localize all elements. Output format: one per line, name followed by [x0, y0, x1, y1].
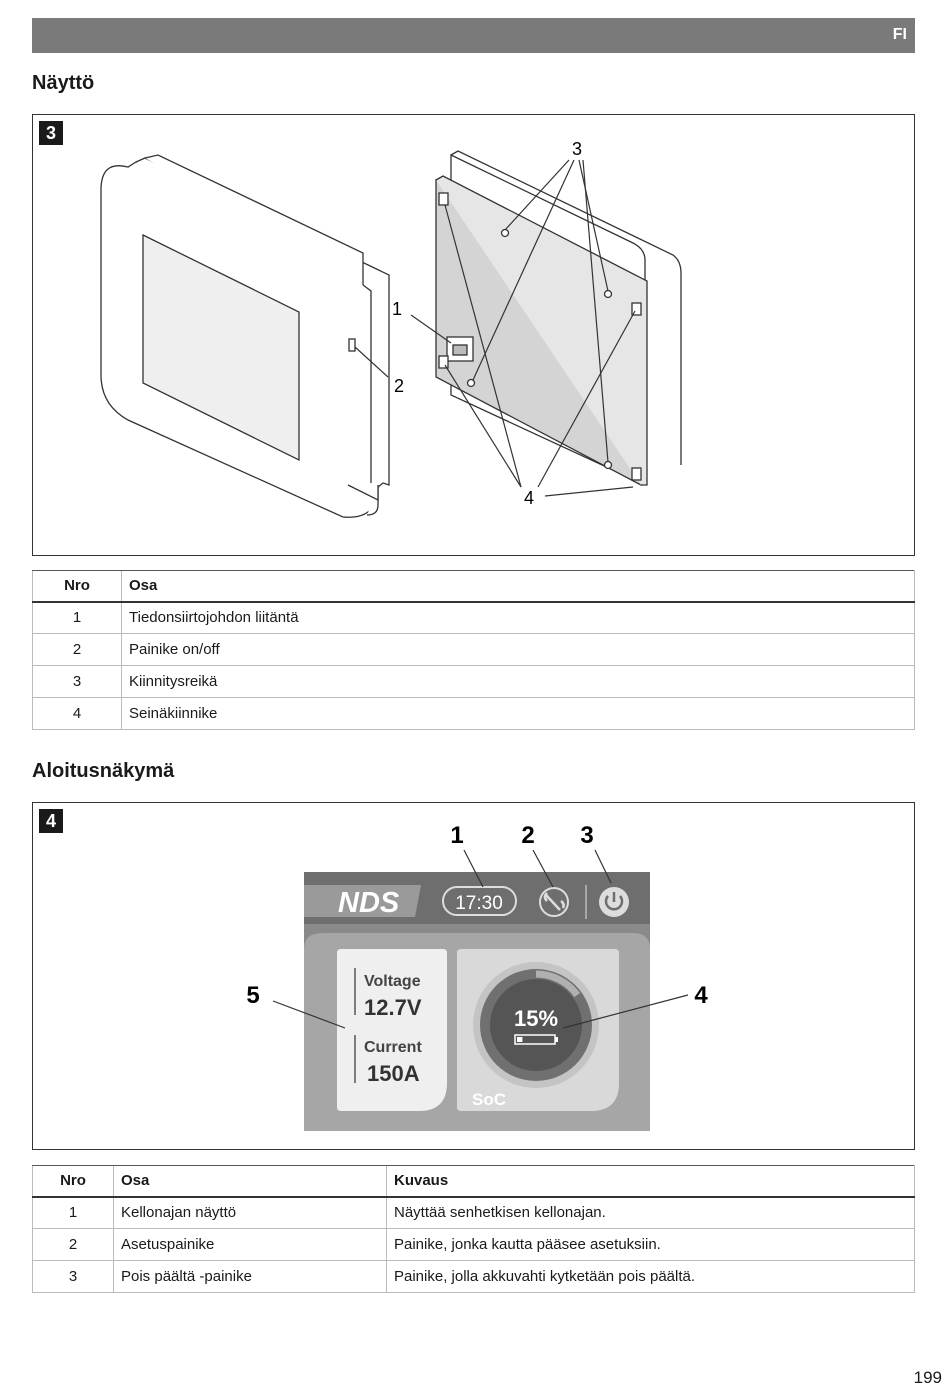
table-row: 3 Pois päältä -painike Painike, jolla ak… [32, 1260, 915, 1293]
header-bar: FI [32, 18, 915, 53]
battery-icon [514, 1034, 558, 1045]
cell-osa: Tiedonsiirtojohdon liitäntä [121, 601, 915, 634]
display-device-illustration: 3 1 2 4 [100, 139, 682, 518]
callout-4: 4 [694, 982, 708, 1009]
cell-nro: 1 [32, 601, 122, 634]
cell-osa: Pois päältä -painike [113, 1260, 387, 1293]
measurement-card [337, 949, 447, 1111]
callout-lines [354, 159, 636, 497]
cell-osa: Kellonajan näyttö [113, 1196, 387, 1229]
page-number: 199 [913, 1368, 942, 1387]
cell-osa: Painike on/off [121, 633, 915, 666]
power-icon [599, 887, 629, 917]
callout-3: 3 [580, 822, 593, 849]
table-header-row: Nro Osa Kuvaus [32, 1165, 915, 1198]
soc-percent: 15% [514, 1006, 558, 1031]
soc-label: SoC [472, 1090, 506, 1109]
callout-5: 5 [246, 982, 259, 1009]
voltage-value: 12.7V [364, 995, 422, 1020]
table-row: 2 Asetuspainike Painike, jonka kautta pä… [32, 1228, 915, 1261]
cell-osa: Asetuspainike [113, 1228, 387, 1261]
callout-1: 1 [450, 822, 463, 849]
display-front-view [100, 154, 390, 518]
section-title-home-screen: Aloitusnäkymä [32, 760, 175, 782]
logo-badge [304, 885, 421, 917]
cell-nro: 2 [32, 633, 122, 666]
header-osa: Osa [121, 570, 915, 603]
callout-2: 2 [394, 376, 404, 396]
cell-osa: Seinäkiinnike [121, 697, 915, 730]
time-pill [442, 886, 517, 916]
cell-kuvaus: Painike, jonka kautta pääsee asetuksiin. [386, 1228, 915, 1261]
current-label: Current [364, 1039, 422, 1056]
header-osa: Osa [113, 1165, 387, 1198]
clock-time: 17:30 [455, 893, 503, 914]
voltage-label: Voltage [364, 973, 421, 990]
parts-table-home-screen: Nro Osa Kuvaus 1 Kellonajan näyttö Näytt… [32, 1165, 915, 1293]
header-nro: Nro [32, 1165, 114, 1198]
cell-nro: 4 [32, 697, 122, 730]
callout-3: 3 [572, 139, 582, 159]
wrench-icon [539, 887, 569, 917]
section-title-display: Näyttö [32, 72, 95, 94]
cell-nro: 3 [32, 665, 122, 698]
home-screen-illustration: NDS 17:30 Voltage 12.7V Current 150A [246, 822, 708, 1131]
callout-1: 1 [392, 299, 402, 319]
header-kuvaus: Kuvaus [386, 1165, 915, 1198]
cell-kuvaus: Painike, jolla akkuvahti kytketään pois … [386, 1260, 915, 1293]
soc-center [490, 979, 582, 1071]
table-row: 1 Kellonajan näyttö Näyttää senhetkisen … [32, 1196, 915, 1229]
callout-lines [272, 849, 689, 1029]
table-header-row: Nro Osa [32, 570, 915, 603]
language-code: FI [892, 26, 907, 43]
figure-number: 4 [39, 809, 63, 833]
callout-4: 4 [524, 488, 534, 508]
table-row: 2 Painike on/off [32, 633, 915, 666]
figure-4-box: 4 NDS 17:30 Voltage 12.7V Current 150A [32, 802, 915, 1150]
soc-progress-arc [535, 970, 581, 998]
parts-table-display: Nro Osa 1 Tiedonsiirtojohdon liitäntä 2 … [32, 570, 915, 730]
figure-number: 3 [39, 121, 63, 145]
current-value: 150A [367, 1061, 420, 1086]
cell-kuvaus: Näyttää senhetkisen kellonajan. [386, 1196, 915, 1229]
display-back-view [435, 150, 682, 487]
nds-logo: NDS [338, 887, 400, 919]
cell-nro: 1 [32, 1196, 114, 1229]
table-row: 1 Tiedonsiirtojohdon liitäntä [32, 601, 915, 634]
cell-osa: Kiinnitysreikä [121, 665, 915, 698]
figure-3-box: 3 [32, 114, 915, 556]
cell-nro: 2 [32, 1228, 114, 1261]
callout-2: 2 [521, 822, 534, 849]
table-row: 4 Seinäkiinnike [32, 697, 915, 730]
header-nro: Nro [32, 570, 122, 603]
cell-nro: 3 [32, 1260, 114, 1293]
table-row: 3 Kiinnitysreikä [32, 665, 915, 698]
